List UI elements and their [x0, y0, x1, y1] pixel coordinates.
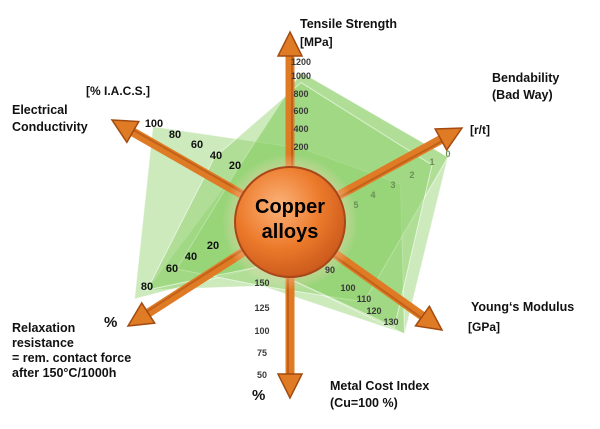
relaxation-unit: % [104, 314, 117, 331]
cost-title-1: Metal Cost Index [330, 379, 429, 393]
tick-label-cost-2: 100 [254, 326, 269, 336]
relaxation-title-2: resistance [12, 336, 74, 350]
tick-label-cost-1: 125 [254, 303, 269, 313]
center-label-line2: alloys [262, 221, 319, 243]
tick-label-conductivity-3: 80 [169, 129, 181, 141]
tick-label-tensile-5: 1200 [291, 57, 311, 67]
tensile-unit: [MPa] [300, 35, 333, 49]
conductivity-title-2: Conductivity [12, 120, 88, 134]
tick-label-youngs-2: 110 [357, 294, 372, 304]
arrow-head-bendability [433, 127, 464, 152]
youngs-title: Young‘s Modulus [471, 300, 574, 314]
axis-title-youngs: Young‘s Modulus [GPa] [468, 300, 574, 334]
center-label-line1: Copper [255, 196, 325, 218]
arrow-head-tensile [276, 30, 304, 57]
tick-label-conductivity-0: 20 [229, 160, 241, 172]
tick-label-conductivity-1: 40 [210, 150, 222, 162]
bendability-title-1: Bendability [492, 71, 559, 85]
relaxation-title-1: Relaxation [12, 321, 75, 335]
arrow-head-cost [276, 373, 304, 400]
tick-label-tensile-0: 200 [293, 142, 308, 152]
tick-label-relaxation-3: 80 [141, 281, 153, 293]
tick-label-youngs-4: 130 [383, 317, 398, 327]
tick-label-bendability-4: 4 [370, 190, 375, 200]
center-hub: Copper alloys [222, 154, 358, 290]
tick-label-youngs-0: 90 [325, 265, 335, 275]
youngs-unit: [GPa] [468, 320, 500, 334]
relaxation-title-3: = rem. contact force [12, 351, 131, 365]
axis-title-cost: Metal Cost Index (Cu=100 %) % [252, 379, 429, 410]
tick-label-cost-4: 50 [257, 370, 267, 380]
tick-label-tensile-2: 600 [293, 106, 308, 116]
tick-label-bendability-0: 0 [445, 149, 450, 159]
tick-label-tensile-4: 1000 [291, 71, 311, 81]
tick-label-bendability-1: 1 [429, 157, 434, 167]
tick-label-cost-3: 75 [257, 348, 267, 358]
tick-label-youngs-3: 120 [366, 306, 381, 316]
axis-title-tensile: Tensile Strength [MPa] [300, 17, 397, 49]
bendability-unit: [r/t] [470, 123, 490, 137]
axis-ticks: 2004006008001000120001234590100110120130… [141, 57, 451, 380]
tick-label-relaxation-2: 60 [166, 263, 178, 275]
arrow-head-youngs [414, 304, 444, 331]
axis-title-relaxation: Relaxation resistance = rem. contact for… [12, 314, 131, 380]
tick-label-relaxation-0: 20 [207, 240, 219, 252]
tick-label-conductivity-4: 100 [145, 118, 163, 130]
tick-label-bendability-2: 2 [409, 170, 414, 180]
conductivity-title-1: Electrical [12, 103, 68, 117]
tick-label-tensile-3: 800 [293, 89, 308, 99]
cost-unit: % [252, 387, 265, 404]
tensile-title: Tensile Strength [300, 17, 397, 31]
arrow-head-relaxation [126, 301, 156, 327]
axis-title-bendability: Bendability (Bad Way) [r/t] [470, 71, 559, 137]
tick-label-tensile-1: 400 [293, 124, 308, 134]
tick-label-bendability-3: 3 [390, 180, 395, 190]
conductivity-unit: [% I.A.C.S.] [86, 84, 150, 98]
axis-title-conductivity: [% I.A.C.S.] Electrical Conductivity [12, 84, 150, 134]
relaxation-title-4: after 150°C/1000h [12, 366, 116, 380]
tick-label-bendability-5: 5 [353, 200, 358, 210]
tick-label-cost-0: 150 [254, 278, 269, 288]
tick-label-conductivity-2: 60 [191, 139, 203, 151]
tick-label-relaxation-1: 40 [185, 251, 197, 263]
cost-title-2: (Cu=100 %) [330, 396, 398, 410]
bendability-title-2: (Bad Way) [492, 88, 553, 102]
tick-label-youngs-1: 100 [340, 283, 355, 293]
arrow-head-conductivity [110, 119, 141, 144]
